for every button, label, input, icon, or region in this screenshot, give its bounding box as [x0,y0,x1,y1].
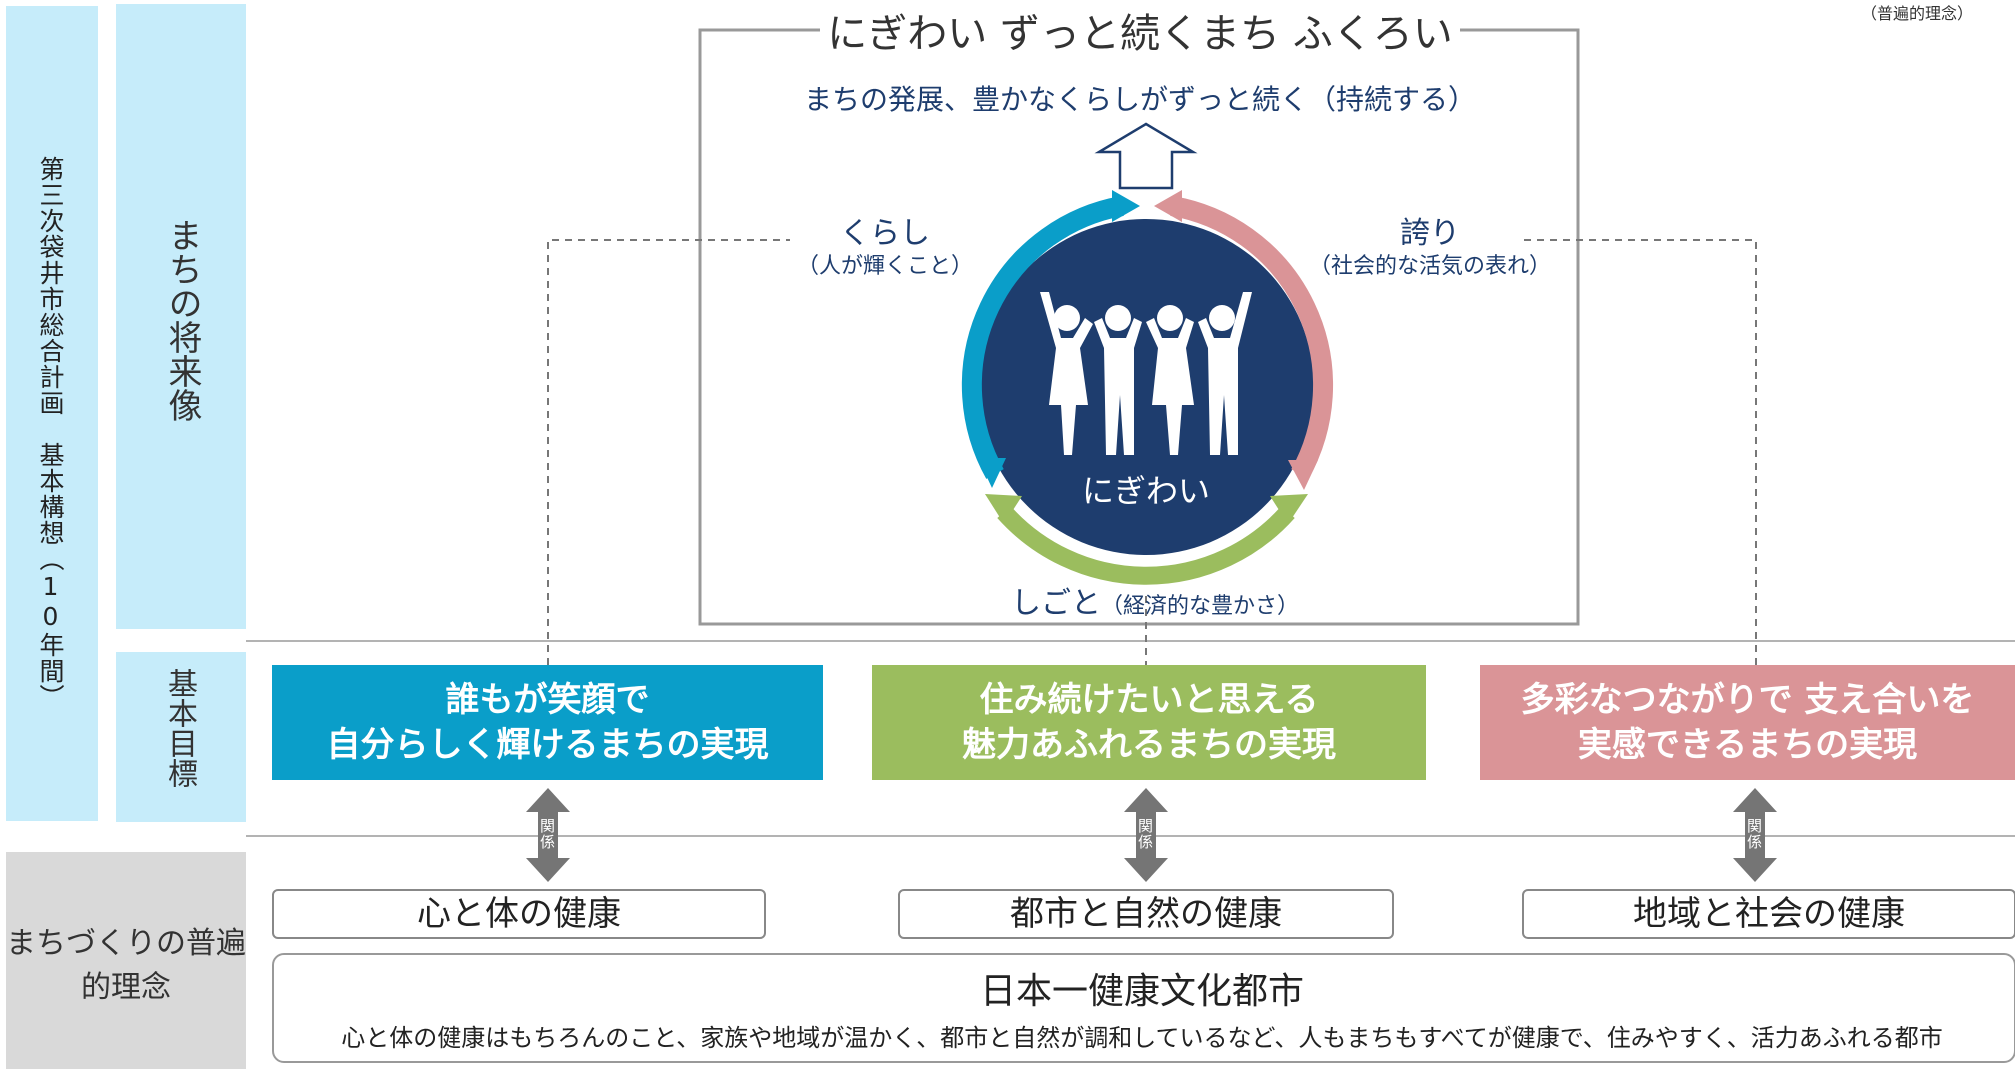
vision-title: にぎわい ずっと続くまち ふくろい [820,6,1460,62]
plan-label: 第三次袋井市総合計画 基本構想（10年間） [36,156,65,710]
hokori-tail-icon [1288,460,1318,490]
nigiwai-circle [978,219,1314,555]
kurashi-arc [961,196,1124,479]
goal-2-line1: 住み続けたいと思える [979,679,1319,720]
relation-arrow-3-icon [1733,788,1777,882]
goal-2-line2: 魅力あふれるまちの実現 [962,724,1336,765]
hokori-arrowhead-icon [1154,190,1182,222]
connector-kurashi [547,239,790,665]
relation-label-3: 関係 [1747,817,1763,851]
principle-box [272,953,2015,1063]
relation-label-1: 関係 [540,817,556,851]
vision-subtitle: まちの発展、豊かなくらしがずっと続く（持続する） [803,83,1476,116]
goal-2: 住み続けたいと思える魅力あふれるまちの実現 [872,665,1426,780]
goal-3-line1: 多彩なつながりで 支え合いを [1520,679,1975,720]
goal-label-column: 基本目標 [116,652,246,822]
kurashi-arrowhead-icon [1112,190,1140,222]
goal-1-line1: 誰もが笑顔で [445,679,650,720]
separator-vision-goal [246,640,2015,642]
principle-title: 日本一健康文化都市 [979,971,1304,1012]
health-box-mind-body: 心と体の健康 [272,889,766,939]
plan-label-column: 第三次袋井市総合計画 基本構想（10年間） [6,6,98,821]
vision-label-column: まちの将来像 [116,4,246,629]
hokori-label: 誇り [1400,216,1460,251]
shigoto-label: しごと [1010,586,1101,621]
up-arrow-icon [1094,122,1198,190]
principle-label-text: まちづくりの普遍的理念 [6,926,246,1005]
principle-label: まちづくりの普遍的理念 [6,922,246,1010]
shigoto-label-group: しごと（経済的な豊かさ） [990,578,1320,622]
health-box-community-society: 地域と社会の健康 [1522,889,2015,939]
goal-label: 基本目標 [162,668,197,788]
goal-3-line2: 実感できるまちの実現 [1577,724,1918,765]
kurashi-label: くらし [840,216,930,251]
hokori-arc [1170,196,1334,479]
relation-arrow-1-icon [526,788,570,882]
relation-arrows [526,788,1777,882]
principle-corner-label: （普遍的理念） [1860,4,1973,23]
hokori-sublabel: （社会的な活気の表れ） [1308,254,1551,279]
nigiwai-center-label: にぎわい [1081,472,1210,510]
shigoto-left-arrowhead-icon [985,494,1022,524]
kurashi-sublabel: （人が輝くこと） [796,254,973,279]
vision-label: まちの将来像 [162,218,202,422]
shigoto-sublabel: （経済的な豊かさ） [1100,594,1299,619]
connector-hokori [1520,239,1757,665]
separator-goal-principle [246,835,2015,837]
goal-1: 誰もが笑顔で自分らしく輝けるまちの実現 [272,665,823,780]
health-box-city-nature: 都市と自然の健康 [898,889,1394,939]
relation-arrow-2-icon [1124,788,1168,882]
people-icon [1040,292,1252,455]
shigoto-right-arrowhead-icon [1270,494,1308,524]
principle-label-column: まちづくりの普遍的理念 [6,852,246,1069]
principle-description: 心と体の健康はもちろんのこと、家族や地域が温かく、都市と自然が調和しているなど、… [341,1024,1943,1052]
goal-1-line2: 自分らしく輝けるまちの実現 [326,724,769,765]
shigoto-arc [997,506,1295,585]
kurashi-tail-icon [978,458,1006,488]
goal-3: 多彩なつながりで 支え合いを実感できるまちの実現 [1480,665,2015,780]
relation-label-2: 関係 [1138,817,1154,851]
